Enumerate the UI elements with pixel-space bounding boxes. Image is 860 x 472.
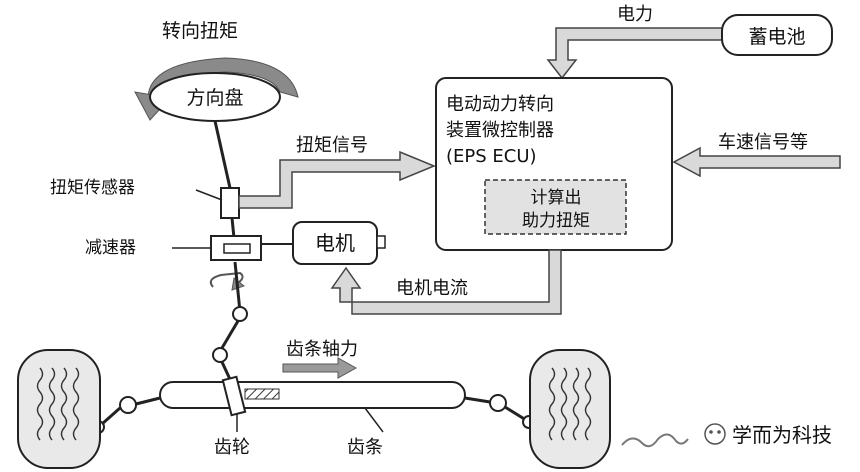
- power-label: 电力: [617, 4, 653, 25]
- right-knuckle: [504, 405, 527, 422]
- gear-label: 齿轮: [214, 437, 250, 458]
- torque-sensor-label: 扭矩传感器: [50, 178, 135, 198]
- intermediate-shaft: [233, 261, 242, 313]
- right-wheel: [529, 349, 611, 469]
- calc-line2: 助力扭矩: [522, 211, 590, 231]
- power-arrow: [546, 27, 723, 80]
- ecu-title-line2: 装置微控制器: [446, 120, 554, 141]
- motor-current-label: 电机电流: [396, 278, 468, 299]
- ecu-title-line1: 电动动力转向: [446, 94, 554, 115]
- wechat-icon: [704, 423, 726, 445]
- rack-teeth: [244, 388, 280, 400]
- watermark-squiggle: [621, 433, 689, 448]
- vehicle-speed-arrow: [672, 146, 841, 178]
- battery-label: 蓄电池: [748, 26, 805, 48]
- left-tie-rod: [135, 396, 161, 406]
- wechat-icon-dot: [709, 430, 713, 434]
- torque-sensor: [220, 187, 240, 219]
- joint-2: [212, 347, 228, 363]
- watermark: 学而为科技: [621, 423, 832, 448]
- watermark-text: 学而为科技: [732, 423, 832, 447]
- motor-cap: [376, 235, 386, 249]
- motor-label: 电机: [315, 231, 355, 255]
- left-tie-rod-joint: [119, 396, 137, 414]
- steering-wheel-label: 方向盘: [186, 87, 243, 109]
- calc-line1: 计算出: [531, 188, 582, 208]
- vehicle-speed-label: 车速信号等: [718, 132, 808, 153]
- reducer-inner: [223, 243, 251, 254]
- steering-column: [213, 120, 232, 189]
- rack-force-arrow: [282, 357, 358, 379]
- wechat-icon-dot-2: [717, 430, 721, 434]
- calc-assist-box: [484, 179, 627, 235]
- intermediate-shaft-2: [220, 320, 240, 349]
- rotation-indicator-icon: [209, 271, 244, 288]
- left-wheel: [17, 349, 101, 469]
- steering-torque-label: 转向扭矩: [162, 20, 238, 42]
- rack-leader: [364, 407, 384, 433]
- torque-signal-arrow: [238, 150, 436, 209]
- pinion-gear: [221, 375, 247, 417]
- right-tie-rod-joint: [489, 394, 507, 412]
- right-wheel-tread: [548, 367, 592, 441]
- battery: [721, 14, 833, 56]
- joint-1: [232, 306, 248, 322]
- rack: [159, 381, 466, 409]
- motor-current-arrow: [330, 249, 562, 315]
- right-tie-rod: [464, 396, 491, 404]
- torque-sensor-leader: [195, 189, 223, 201]
- ecu-title-line3: (EPS ECU): [446, 146, 537, 167]
- torque-signal-label: 扭矩信号: [296, 135, 368, 156]
- left-knuckle: [101, 406, 121, 426]
- steering-column-lower: [230, 217, 236, 239]
- reducer-label: 减速器: [85, 238, 136, 258]
- left-wheel-tread: [36, 367, 80, 441]
- rack-label: 齿条: [347, 437, 383, 458]
- rack-force-label: 齿条轴力: [286, 339, 358, 360]
